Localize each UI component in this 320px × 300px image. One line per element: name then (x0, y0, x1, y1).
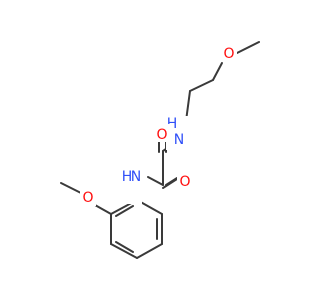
bond-chain-1 (189, 79, 214, 92)
nh-top-h-label: H (167, 116, 178, 132)
o-carbonyl-top-label: O (156, 127, 167, 143)
nh-bottom-h-label: H (122, 169, 133, 185)
o-ether-bottom-label: O (82, 190, 93, 206)
ring-bond-4 (110, 243, 138, 259)
bond-methyl-o-top (234, 41, 260, 55)
bond-o-ch2-top (212, 62, 223, 81)
nh-top-bg (166, 116, 188, 150)
molecule-structure: O H N O H N O O (60, 41, 260, 259)
o-ether-bottom-bg (80, 188, 96, 206)
ring-inner-2 (115, 241, 134, 253)
o-carbonyl-bottom-bg (177, 172, 193, 190)
bond-c-n-bottom (147, 176, 164, 186)
bond-o-methyl-bottom (60, 182, 82, 194)
bonds (60, 41, 260, 259)
atom-labels: O H N O H N O O (80, 44, 237, 206)
o-ether-top-label: O (223, 46, 234, 62)
bond-aryl-o (94, 204, 112, 215)
ring-bond-3 (136, 243, 163, 259)
o-carbonyl-top-bg (154, 124, 170, 142)
nh-bottom-n-label: N (131, 169, 141, 185)
nh-top-n-label: N (174, 132, 184, 148)
o-ether-top-bg (221, 44, 237, 62)
nh-bottom-bg (120, 168, 142, 204)
ring-inner-3 (115, 205, 134, 217)
o-carbonyl-bottom-label: O (179, 174, 190, 190)
bond-c-o-bottom-2 (162, 178, 178, 189)
